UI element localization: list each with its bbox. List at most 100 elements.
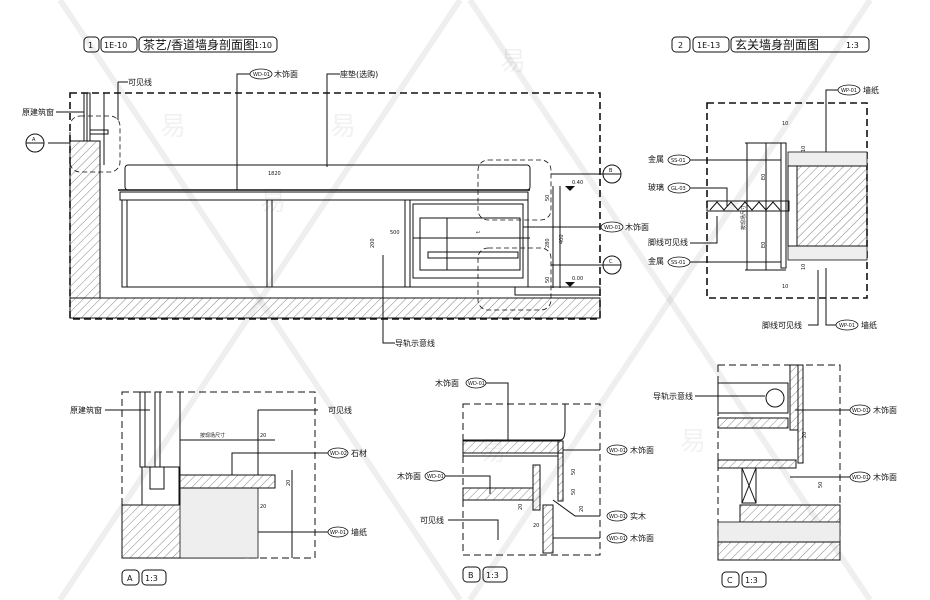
material-code: WP-01 <box>839 323 855 329</box>
label-wood-finish: 木饰面 <box>630 533 654 543</box>
elevation-top: 0.40 <box>572 180 583 186</box>
label-wood-finish: 木饰面 <box>435 378 459 388</box>
sheet-code: 1E-10 <box>104 41 127 50</box>
label-wood-finish: 木饰面 <box>397 471 421 481</box>
label-rail: 导轨示意线 <box>653 391 693 401</box>
label-metal: 金属 <box>648 154 664 164</box>
arrow-icon: ↩ <box>476 230 480 236</box>
label-glass: 玻璃 <box>648 182 664 192</box>
material-code: WD-01 <box>852 408 869 414</box>
drawing-scale: 1:3 <box>846 41 859 50</box>
drawing-title: 玄关墙身剖面图 <box>735 37 819 52</box>
watermark-glyph: 易 <box>160 112 186 142</box>
label-visible-line: 可见线 <box>128 77 152 87</box>
dim-400: 400 <box>559 234 565 244</box>
section-drawing-2: E0 E0 按现场尺寸 10 10 10 10 WP-01 墙纸 金属 SS-0… <box>648 84 879 331</box>
dim-50-top: 50 <box>545 195 551 201</box>
dim-site: 按现场尺寸 <box>200 432 225 439</box>
label-stone: 石材 <box>351 448 367 458</box>
label-wood-finish: 木饰面 <box>873 472 897 482</box>
watermark: 易 易 易 易 易 易 <box>57 0 873 600</box>
dim-20: 20 <box>579 506 585 512</box>
dim-50-bottom: 50 <box>545 277 551 283</box>
marker-a: A <box>32 137 36 143</box>
drawing-title: 茶艺/香道墙身剖面图 <box>143 37 255 52</box>
dim-10: 10 <box>782 121 788 127</box>
detail-id: C <box>727 576 733 585</box>
material-code: WD-01 <box>609 514 626 520</box>
watermark-glyph: 易 <box>500 47 526 77</box>
material-code: WD-01 <box>427 474 444 480</box>
detail-c: 20 50 导轨示意线 WD-01 木饰面 WD-01 木饰面 C 1:3 <box>653 364 897 588</box>
detail-b: 50 50 20 20 20 木饰面 WD-01 WD-01 木饰面 木饰面 W… <box>397 377 654 583</box>
dim-site: 按现场尺寸 <box>740 205 747 230</box>
label-visible-line: 可见线 <box>328 405 352 415</box>
material-code: WD-01 <box>852 475 869 481</box>
material-code: WD-01 <box>468 381 485 387</box>
material-code: WD-01 <box>253 72 270 78</box>
dim-280: 280 <box>545 238 551 248</box>
dim-e0-top: E0 <box>761 174 767 180</box>
detail-id: B <box>468 571 474 580</box>
dim-e0-bottom: E0 <box>761 242 767 248</box>
material-code: WD-02 <box>330 451 347 457</box>
label-wood-finish: 木饰面 <box>274 69 298 79</box>
dim-length: 1820 <box>268 171 281 177</box>
label-rail: 导轨示意线 <box>395 338 435 348</box>
elevation-marker-icon <box>565 282 575 287</box>
material-code: WD-01 <box>609 448 626 454</box>
label-wood-finish: 木饰面 <box>630 445 654 455</box>
label-wood-finish: 木饰面 <box>873 405 897 415</box>
label-original-window: 原建筑窗 <box>22 107 54 117</box>
label-skirting-visible-2: 脚线可见线 <box>762 320 802 330</box>
detail-scale: 1:3 <box>745 576 758 585</box>
marker-c: C <box>609 259 613 265</box>
elevation-marker-icon <box>565 186 575 191</box>
label-solid-wood: 实木 <box>630 511 646 521</box>
label-wallpaper-2: 墙纸 <box>861 320 877 330</box>
label-metal-2: 金属 <box>648 256 664 266</box>
dim-10: 10 <box>782 284 788 290</box>
dim-20: 20 <box>802 432 808 438</box>
dim-50: 50 <box>571 489 577 495</box>
drawing-scale: 1:10 <box>254 41 272 50</box>
material-code: SS-01 <box>671 260 686 266</box>
dim-50: 50 <box>571 469 577 475</box>
dim-20: 20 <box>260 433 266 439</box>
drawing-number: 1 <box>88 41 93 50</box>
dim-10: 10 <box>801 264 807 270</box>
material-code: WD-01 <box>604 225 621 231</box>
drawing-number: 2 <box>678 41 683 50</box>
dim-20: 20 <box>518 504 524 510</box>
section-drawing-1: 1820 500 ↩ 200 280 400 50 50 0.40 0.00 A… <box>22 68 649 348</box>
dim-10: 10 <box>801 146 807 152</box>
material-code: WD-01 <box>609 536 626 542</box>
watermark-glyph: 易 <box>680 427 706 457</box>
watermark-glyph: 易 <box>330 112 356 142</box>
dim-drawer-width: 500 <box>390 230 400 236</box>
label-original-window: 原建筑窗 <box>70 405 102 415</box>
label-wallpaper: 墙纸 <box>351 527 367 537</box>
label-cushion: 座垫(选购) <box>340 69 378 79</box>
dim-20: 20 <box>533 523 539 529</box>
marker-b: B <box>609 168 613 174</box>
material-code: WP-01 <box>841 88 857 94</box>
title-block-1: 1 1E-10 茶艺/香道墙身剖面图 1:10 <box>83 36 278 53</box>
detail-a: 按现场尺寸 20 20 20 原建筑窗 可见线 WD-02 石材 WP-01 墙… <box>70 391 367 586</box>
detail-id: A <box>127 574 133 583</box>
detail-scale: 1:3 <box>145 574 158 583</box>
label-wallpaper: 墙纸 <box>863 85 879 95</box>
material-code: WP-01 <box>330 530 346 536</box>
elevation-floor: 0.00 <box>572 276 583 282</box>
detail-scale: 1:3 <box>486 571 499 580</box>
title-block-2: 2 1E-13 玄关墙身剖面图 1:3 <box>671 36 870 53</box>
dim-200: 200 <box>370 238 376 248</box>
material-code: SS-01 <box>671 158 686 164</box>
sheet-code: 1E-13 <box>697 41 720 50</box>
dim-20: 20 <box>286 480 292 486</box>
dim-50: 50 <box>818 482 824 488</box>
label-wood-finish-right: 木饰面 <box>625 222 649 232</box>
label-skirting-visible: 脚线可见线 <box>648 237 688 247</box>
dim-20: 20 <box>260 504 266 510</box>
